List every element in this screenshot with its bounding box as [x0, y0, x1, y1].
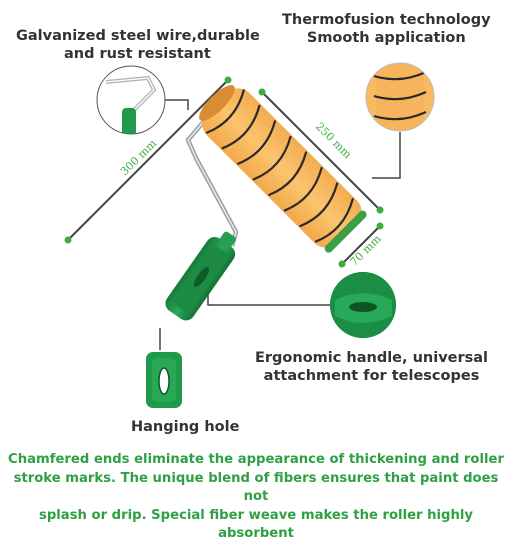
inset-handle	[330, 272, 396, 338]
handle	[165, 231, 236, 321]
inset-wire	[96, 65, 166, 135]
steel-wire-frame	[185, 110, 239, 247]
roller-cover	[199, 85, 367, 253]
inset-thermofusion	[365, 62, 435, 132]
feature-steel-wire-line2: and rust resistant	[64, 46, 211, 62]
inset-hanging-hole	[146, 352, 182, 408]
footer-line: splash or drip. Special fiber weave make…	[38, 507, 473, 542]
product-illustration: 300 mm 250 mm 70 mm	[64, 62, 435, 408]
feature-steel-wire-line1: Galvanized steel wire,durable	[16, 28, 260, 44]
dimension-300mm-label: 300 mm	[118, 136, 160, 178]
feature-handle-line1: Ergonomic handle, universal	[255, 350, 489, 366]
feature-thermofusion-line1: Thermofusion technology	[282, 12, 491, 28]
feature-steel-wire: Galvanized steel wire,durable and rust r…	[16, 27, 260, 63]
feature-thermofusion: Thermofusion technology Smooth applicati…	[282, 11, 491, 47]
dimension-250mm-label: 250 mm	[313, 120, 355, 162]
feature-handle-line2: attachment for telescopes	[263, 368, 480, 384]
callout-line-thermo	[372, 132, 401, 179]
feature-handle: Ergonomic handle, universal attachment f…	[255, 349, 488, 385]
feature-thermofusion-line2: Smooth application	[306, 30, 466, 46]
footer-line: stroke marks. The unique blend of fibers…	[13, 470, 499, 505]
callout-line-wire	[165, 99, 189, 110]
feature-hanging-hole: Hanging hole	[131, 419, 240, 435]
dimension-70mm-label: 70 mm	[347, 232, 384, 269]
footer-line: Chamfered ends eliminate the appearance …	[8, 452, 504, 467]
footer-description: Chamfered ends eliminate the appearance …	[0, 451, 512, 544]
callout-line-handle	[207, 284, 330, 306]
